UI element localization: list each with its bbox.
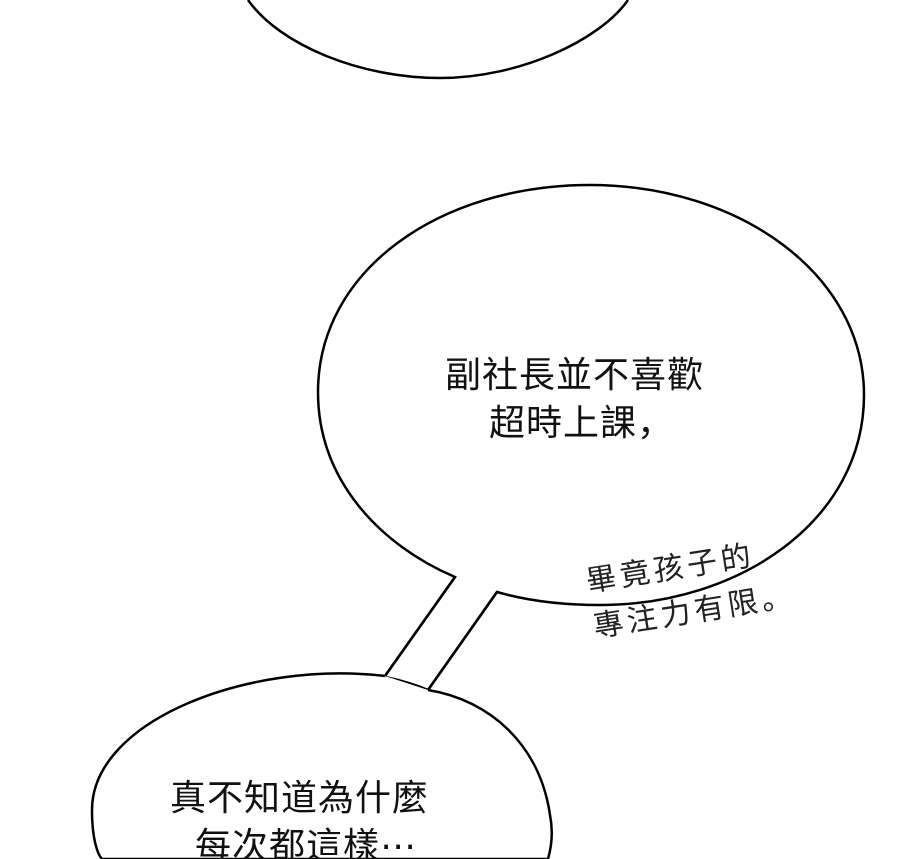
main-bubble-text: 副社長並不喜歡 超時上課， — [445, 352, 704, 448]
lower-bubble-line-2: 每次都這樣⋯ — [195, 826, 418, 859]
main-bubble-line-1: 副社長並不喜歡 — [445, 355, 705, 396]
main-bubble-line-2: 超時上課， — [489, 403, 675, 444]
lower-bubble-line-1: 真不知道為什麼 — [170, 778, 430, 819]
bubble-tail — [383, 576, 499, 691]
lower-speech-bubble — [90, 672, 553, 859]
lower-bubble-text: 真不知道為什麼 每次都這樣⋯ — [170, 775, 429, 859]
top-speech-bubble — [246, 0, 630, 80]
main-speech-bubble — [316, 183, 866, 692]
